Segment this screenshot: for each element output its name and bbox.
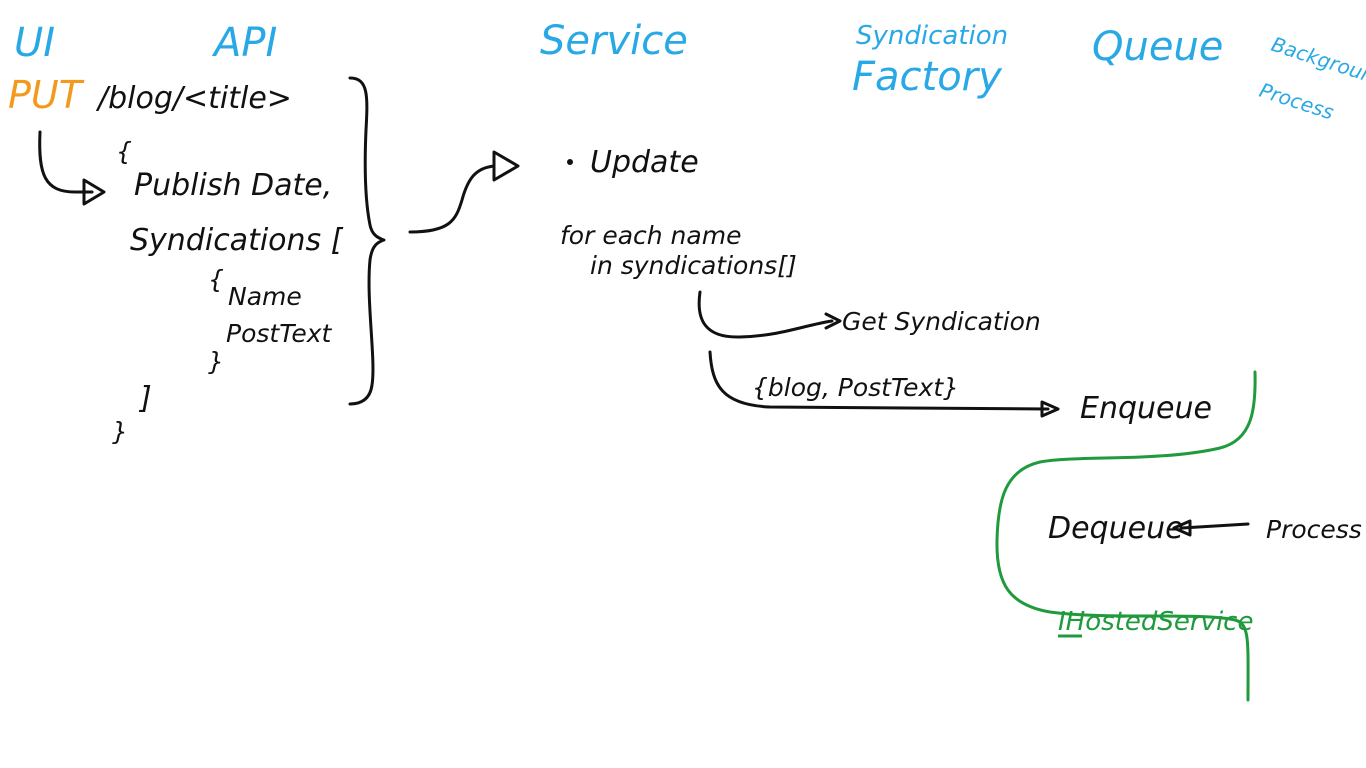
- array-close-bracket: ]: [138, 381, 152, 416]
- lane-header-background-line1: Background: [1268, 32, 1366, 92]
- update-bullet: [567, 159, 573, 165]
- request-body-brace: [348, 76, 386, 406]
- lane-header-service: Service: [540, 18, 688, 64]
- lane-header-syndication-line1: Syndication: [856, 21, 1008, 51]
- get-syndication: Get Syndication: [842, 307, 1041, 336]
- put-to-body-arrowhead: [82, 178, 106, 206]
- put-to-body-arrow: [38, 130, 94, 194]
- background-process: Process: [1266, 515, 1362, 544]
- http-verb-put: PUT: [8, 73, 85, 117]
- api-to-service-arrowhead: [492, 150, 520, 182]
- enqueue-arrow: [708, 350, 1050, 411]
- api-route: /blog/<title>: [95, 81, 292, 116]
- service-update: Update: [590, 145, 699, 180]
- process-to-dequeue-arrow: [1180, 522, 1250, 530]
- lane-header-ui: UI: [14, 20, 55, 66]
- queue-enqueue: Enqueue: [1080, 391, 1212, 426]
- background-process-boundary: [995, 370, 1257, 702]
- get-syndication-arrowhead: [824, 312, 842, 330]
- get-syndication-arrow: [697, 290, 834, 339]
- lane-header-api: API: [211, 20, 277, 66]
- process-to-dequeue-arrowhead: [1172, 519, 1192, 537]
- loop-line1: for each name: [560, 221, 741, 250]
- lane-header-background-line2: Process: [1256, 78, 1336, 125]
- item-close-brace: }: [208, 347, 224, 376]
- loop-line2: in syndications[]: [590, 251, 797, 280]
- payload-label: {blog, PostText}: [752, 373, 959, 402]
- item-open-brace: {: [208, 265, 224, 294]
- lane-header-syndication-line2: Factory: [852, 54, 1003, 100]
- hosted-service-label: IHostedService: [1058, 607, 1253, 637]
- body-open-brace: {: [116, 137, 132, 166]
- api-to-service-arrow: [408, 164, 496, 234]
- lane-header-queue: Queue: [1092, 24, 1223, 70]
- field-publish-date: Publish Date,: [134, 168, 332, 203]
- body-close-brace: }: [112, 417, 128, 446]
- item-name: Name: [228, 282, 302, 311]
- queue-dequeue: Dequeue: [1048, 511, 1184, 546]
- item-post-text: PostText: [226, 319, 333, 348]
- field-syndications: Syndications [: [130, 223, 344, 258]
- enqueue-arrowhead: [1040, 400, 1060, 418]
